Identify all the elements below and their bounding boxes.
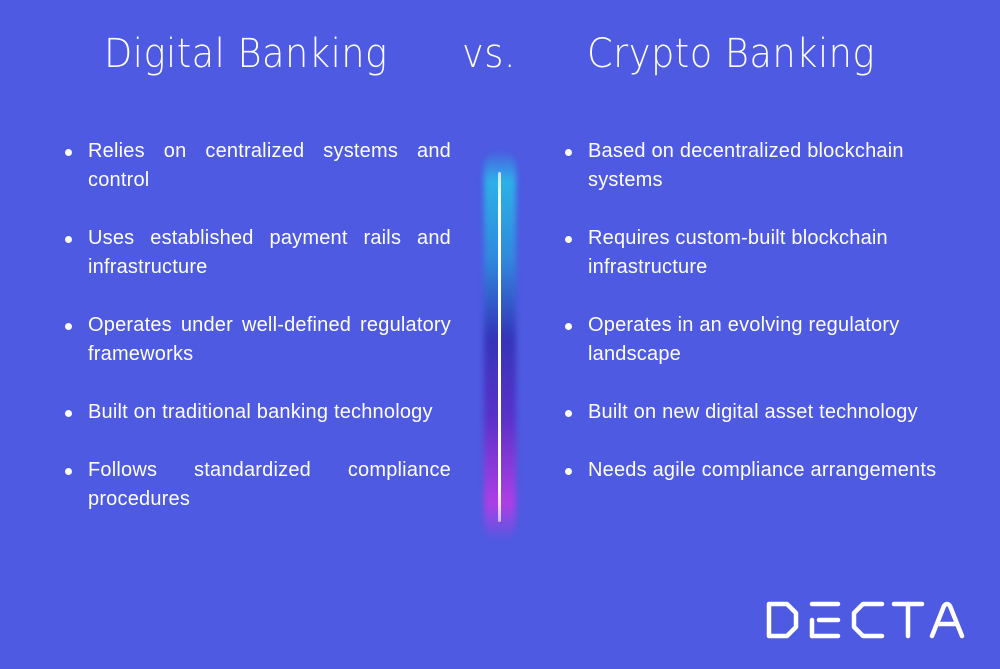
list-item: Operates under well-defined regulatory f… — [56, 311, 451, 369]
list-item-text: Built on new digital asset technology — [588, 401, 918, 423]
bullet-icon — [565, 410, 572, 417]
list-item-text: Relies on centralized systems and contro… — [88, 140, 451, 191]
list-item-text: Operates in an evolving regulatory lands… — [588, 314, 900, 365]
bullet-icon — [565, 236, 572, 243]
bullet-icon — [65, 410, 72, 417]
bullet-icon — [65, 468, 72, 475]
list-item: Needs agile compliance arrangements — [556, 456, 951, 485]
list-item: Operates in an evolving regulatory lands… — [556, 311, 951, 369]
list-item-text: Built on traditional banking technology — [88, 401, 433, 423]
decta-logo — [766, 600, 966, 640]
center-divider — [498, 172, 501, 522]
crypto-banking-list: Based on decentralized blockchain system… — [556, 137, 951, 514]
bullet-icon — [65, 236, 72, 243]
list-item-text: Operates under well-defined regulatory f… — [88, 314, 451, 365]
digital-banking-list: Relies on centralized systems and contro… — [56, 137, 451, 543]
list-item-text: Based on decentralized blockchain system… — [588, 140, 904, 191]
digital-banking-title: Digital Banking — [104, 31, 388, 77]
list-item-text: Uses established payment rails and infra… — [88, 227, 451, 278]
bullet-icon — [565, 323, 572, 330]
list-item: Based on decentralized blockchain system… — [556, 137, 951, 195]
crypto-banking-title: Crypto Banking — [587, 31, 875, 77]
list-item: Requires custom-built blockchain infrast… — [556, 224, 951, 282]
vs-label: vs. — [462, 31, 517, 77]
list-item-text: Follows standardized compliance procedur… — [88, 459, 451, 510]
list-item-text: Needs agile compliance arrangements — [588, 459, 937, 481]
bullet-icon — [565, 468, 572, 475]
list-item: Follows standardized compliance procedur… — [56, 456, 451, 514]
bullet-icon — [65, 149, 72, 156]
bullet-icon — [65, 323, 72, 330]
list-item: Built on new digital asset technology — [556, 398, 951, 427]
list-item: Built on traditional banking technology — [56, 398, 451, 427]
list-item: Relies on centralized systems and contro… — [56, 137, 451, 195]
list-item: Uses established payment rails and infra… — [56, 224, 451, 282]
decta-logo-icon — [766, 601, 965, 639]
list-item-text: Requires custom-built blockchain infrast… — [588, 227, 888, 278]
bullet-icon — [565, 149, 572, 156]
